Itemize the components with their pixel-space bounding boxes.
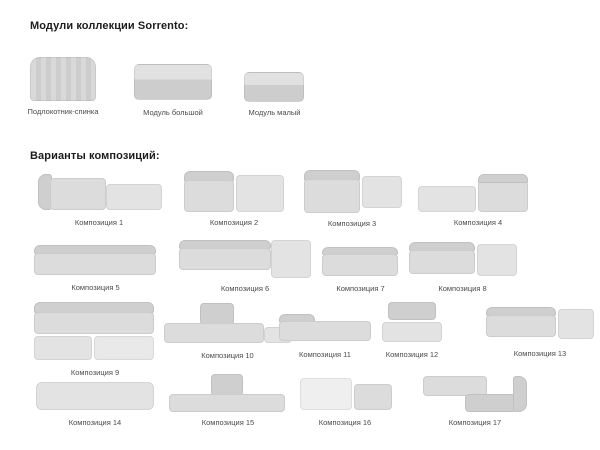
sofa-block — [477, 244, 517, 276]
composition-card: Композиция 11 — [275, 308, 375, 359]
sofa-block — [465, 394, 517, 412]
composition-label: Композиция 5 — [71, 283, 120, 292]
module-label: Модуль малый — [248, 108, 301, 117]
module-label: Подлокотник-спинка — [27, 107, 99, 116]
composition-image — [30, 300, 160, 364]
sofa-block — [478, 174, 528, 183]
composition-card: Композиция 17 — [415, 374, 535, 427]
composition-image — [178, 169, 290, 214]
sofa-block — [244, 72, 304, 102]
composition-label: Композиция 9 — [70, 368, 120, 377]
module-image-large — [128, 60, 218, 104]
composition-label: Композиция 8 — [438, 284, 487, 293]
sofa-block — [169, 394, 285, 412]
sofa-block — [304, 179, 360, 213]
composition-image — [415, 374, 535, 414]
sofa-block — [30, 57, 96, 101]
sofa-block — [94, 336, 154, 360]
composition-label: Композиция 12 — [385, 350, 439, 359]
composition-image — [318, 245, 403, 280]
composition-image — [30, 170, 168, 214]
composition-label: Композиция 1 — [74, 218, 124, 227]
composition-image — [175, 238, 315, 280]
sofa-block — [184, 180, 234, 212]
composition-label: Композиция 11 — [299, 350, 351, 359]
composition-card: Композиция 13 — [484, 303, 596, 358]
sofa-block — [36, 382, 154, 410]
sofa-block — [134, 64, 212, 100]
composition-label: Композиция 3 — [327, 219, 377, 228]
composition-card: Композиция 9 — [30, 300, 160, 377]
composition-image — [275, 308, 375, 346]
composition-image — [405, 240, 520, 280]
composition-image — [290, 376, 400, 414]
sofa-block — [423, 376, 487, 396]
sofa-block — [486, 315, 556, 337]
composition-image — [372, 302, 452, 346]
compositions-heading: Варианты композиций: — [30, 150, 160, 162]
composition-label: Композиция 2 — [209, 218, 259, 227]
composition-card: Композиция 1 — [30, 170, 168, 227]
module-image-armrest — [18, 55, 108, 103]
module-card: Модуль большой — [128, 60, 218, 117]
composition-label: Композиция 14 — [68, 418, 122, 427]
sofa-block — [200, 303, 234, 325]
sofa-block — [362, 176, 402, 208]
sofa-block — [164, 323, 264, 343]
composition-image — [28, 241, 163, 279]
sofa-block — [34, 336, 92, 360]
sofa-block — [279, 321, 371, 341]
composition-image — [412, 172, 544, 214]
composition-card: Композиция 7 — [318, 245, 403, 293]
sofa-block — [558, 309, 594, 339]
composition-card: Композиция 2 — [178, 169, 290, 227]
sofa-block — [236, 175, 284, 212]
module-card: Модуль малый — [232, 64, 317, 117]
module-label: Модуль большой — [143, 108, 203, 117]
composition-image — [30, 378, 160, 414]
composition-card: Композиция 15 — [163, 374, 293, 427]
modules-heading: Модули коллекции Sorrento: — [30, 20, 189, 32]
composition-image — [484, 303, 596, 345]
sofa-block — [300, 378, 352, 410]
composition-card: Композиция 12 — [372, 302, 452, 359]
sofa-block — [382, 322, 442, 342]
sofa-block — [388, 302, 436, 320]
sofa-block — [322, 254, 398, 276]
composition-card: Композиция 5 — [28, 241, 163, 292]
sofa-block — [271, 240, 311, 278]
composition-label: Композиция 7 — [336, 284, 385, 293]
composition-label: Композиция 16 — [318, 418, 372, 427]
sofa-block — [354, 384, 392, 410]
sofa-block — [50, 178, 106, 210]
composition-card: Композиция 14 — [30, 378, 160, 427]
composition-label: Композиция 15 — [201, 418, 255, 427]
composition-label: Композиция 4 — [453, 218, 503, 227]
sofa-block — [513, 376, 527, 412]
sofa-block — [34, 312, 154, 334]
composition-card: Композиция 8 — [405, 240, 520, 293]
sofa-block — [106, 184, 162, 210]
composition-label: Композиция 17 — [448, 418, 502, 427]
composition-card: Композиция 3 — [296, 168, 408, 228]
composition-card: Композиция 4 — [412, 172, 544, 227]
module-card: Подлокотник-спинка — [18, 55, 108, 116]
composition-label: Композиция 6 — [220, 284, 270, 293]
sofa-block — [34, 253, 156, 275]
composition-image — [163, 374, 293, 414]
composition-label: Композиция 13 — [513, 349, 567, 358]
composition-card: Композиция 6 — [175, 238, 315, 293]
sofa-block — [211, 374, 243, 396]
module-image-small — [232, 64, 317, 104]
sofa-block — [478, 180, 528, 212]
composition-image — [296, 168, 408, 215]
sofa-block — [179, 248, 271, 270]
sofa-block — [409, 250, 475, 274]
sofa-block — [418, 186, 476, 212]
composition-label: Композиция 10 — [201, 351, 254, 360]
composition-card: Композиция 16 — [290, 376, 400, 427]
